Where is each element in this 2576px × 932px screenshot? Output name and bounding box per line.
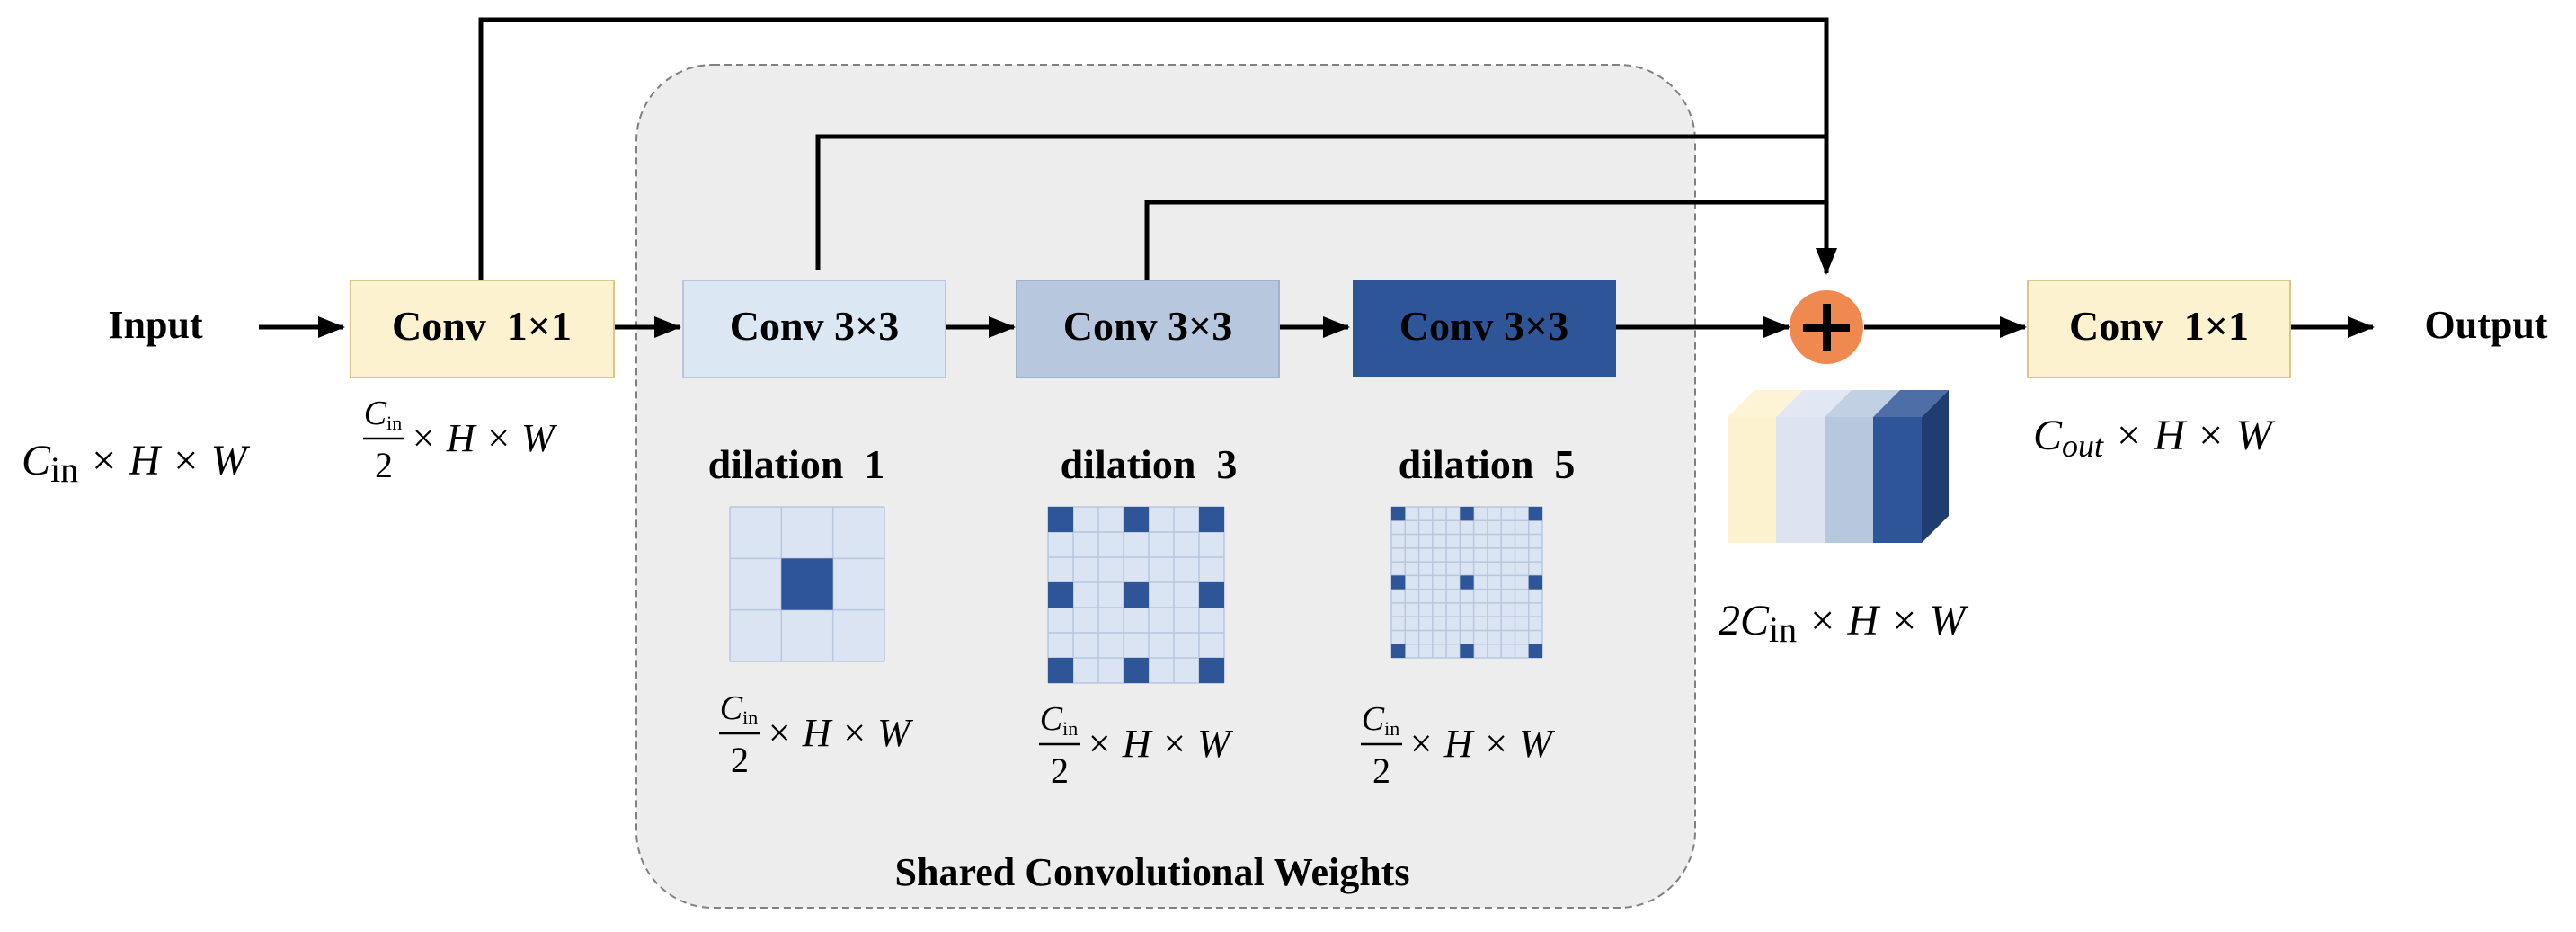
input-dims-sub: in	[50, 449, 78, 490]
concat-dims-sub: in	[1769, 609, 1797, 650]
kernel-active-cell	[781, 558, 833, 610]
skip-connections	[478, 17, 1829, 280]
concat-slice-top	[1825, 390, 1900, 417]
skip-line-from-conv-in	[478, 17, 1829, 280]
kernel-active-cell	[1048, 658, 1073, 683]
conv-c-block: Conv 3×3	[1353, 280, 1616, 377]
dilation-1-dims-rest: × H × W	[766, 711, 913, 755]
kernel-active-cell	[1391, 575, 1406, 590]
dilation-5-dims-num-sub: in	[1384, 717, 1399, 740]
conv-in-dims-den: 2	[375, 445, 393, 485]
conv-in-dims-num-sub: in	[386, 412, 402, 434]
shared-weights-region	[635, 64, 1696, 909]
skip-line-from-conv-a	[815, 134, 1826, 270]
concat-slice-front	[1825, 417, 1873, 543]
dilation-1-kernel-grid	[729, 506, 885, 662]
kernel-active-cell	[1391, 644, 1406, 658]
conv-out-label: Conv 1×1	[2069, 303, 2249, 349]
dilation-5-kernel-grid	[1390, 506, 1543, 659]
kernel-active-cell	[1199, 507, 1224, 532]
conv-b-label: Conv 3×3	[1063, 303, 1233, 349]
conv-c-box	[1353, 280, 1616, 377]
dilation-3-dims-num-sub: in	[1062, 717, 1078, 740]
concat-feature-stack	[1728, 390, 1949, 543]
conv-in-dims: Cin 2 × H × W	[363, 395, 557, 485]
output-label: Output	[2425, 303, 2548, 347]
dilation-3-dims-num-c: C	[1040, 700, 1063, 738]
dilation-5-dims-num: Cin	[1362, 700, 1399, 740]
dilation-label-5: dilation 5	[1399, 441, 1576, 487]
kernel-active-cell	[1528, 575, 1542, 590]
conv-b-box	[1016, 280, 1280, 378]
input-dims-rest: × H × W	[78, 437, 250, 484]
kernel-active-cell	[1460, 575, 1474, 590]
dilation-1-dims-num-sub: in	[742, 706, 758, 729]
dilation-1-dims-num-c: C	[720, 689, 743, 727]
conv-out-block: Conv 1×1	[2027, 280, 2291, 378]
concat-stack-side	[1922, 390, 1949, 543]
dilation-label-1: dilation 1	[708, 441, 885, 487]
kernel-active-cell	[1048, 507, 1073, 532]
conv-in-dims-rest: × H × W	[410, 416, 557, 460]
kernel-active-cell	[1528, 507, 1542, 521]
concat-slice-front	[1728, 417, 1776, 543]
conv-a-block: Conv 3×3	[682, 280, 946, 378]
concat-dims-prefix: 2C	[1719, 597, 1770, 644]
kernel-active-cell	[1460, 507, 1474, 521]
adder-node	[1790, 290, 1863, 364]
conv-c-label: Conv 3×3	[1399, 303, 1569, 349]
concat-slice-front	[1776, 417, 1825, 543]
conv-in-dims-num: Cin	[364, 395, 402, 434]
output-dims-rest: × H × W	[2103, 412, 2275, 459]
kernel-active-cell	[1124, 507, 1149, 532]
concat-slice-front	[1873, 417, 1922, 543]
dilation-5-dims-den: 2	[1372, 750, 1390, 791]
kernel-active-cell	[1460, 644, 1474, 658]
concat-dims-rest: × H × W	[1797, 597, 1968, 644]
dilation-5-dims-rest: × H × W	[1408, 722, 1555, 766]
dilation-5-dims: Cin 2 × H × W	[1361, 700, 1555, 791]
skip-line-from-conv-b	[1144, 200, 1826, 280]
conv-a-label: Conv 3×3	[730, 303, 900, 349]
kernel-active-cell	[1528, 644, 1542, 658]
dilation-3-kernel-grid	[1047, 506, 1225, 684]
dilation-3-dims-den: 2	[1051, 750, 1069, 791]
shared-weights-label: Shared Convolutional Weights	[895, 850, 1410, 894]
concat-slice-top	[1776, 390, 1852, 417]
input-dims: Cin × H × W	[22, 437, 251, 490]
output-dims-sub: out	[2062, 428, 2104, 464]
output-dims-c: C	[2033, 412, 2063, 459]
input-dims-text: Cin × H × W	[22, 437, 251, 490]
conv-b-block: Conv 3×3	[1016, 280, 1280, 378]
dilation-label-3: dilation 3	[1061, 441, 1238, 487]
input-label: Input	[108, 303, 203, 347]
dilation-1-dims: Cin 2 × H × W	[719, 689, 913, 780]
conv-in-block: Conv 1×1	[350, 280, 615, 378]
kernel-active-cell	[1199, 582, 1224, 608]
concat-slice-top	[1728, 390, 1803, 417]
kernel-active-cell	[1391, 507, 1406, 521]
dilation-1-dims-den: 2	[731, 740, 749, 780]
output-dims-text: Cout × H × W	[2033, 412, 2275, 464]
kernel-active-cell	[1199, 658, 1224, 683]
dilation-3-dims: Cin 2 × H × W	[1039, 700, 1233, 791]
conv-in-label: Conv 1×1	[392, 303, 572, 349]
concat-dims-text: 2Cin × H × W	[1719, 597, 1969, 650]
conv-in-box	[350, 280, 615, 378]
input-dims-c: C	[22, 437, 51, 484]
dilation-3-dims-rest: × H × W	[1086, 722, 1233, 766]
kernel-active-cell	[1124, 658, 1149, 683]
dilation-3-dims-num: Cin	[1040, 700, 1078, 740]
kernel-active-cell	[1048, 582, 1073, 608]
kernel-active-cell	[1124, 582, 1149, 608]
conv-a-box	[682, 280, 946, 378]
conv-in-dims-num-c: C	[364, 395, 387, 432]
adder-plus-icon-v	[1823, 304, 1831, 351]
dilation-5-dims-num-c: C	[1362, 700, 1385, 738]
dilation-1-dims-num: Cin	[720, 689, 758, 729]
concat-slice-top	[1873, 390, 1949, 417]
conv-out-box	[2027, 280, 2291, 378]
